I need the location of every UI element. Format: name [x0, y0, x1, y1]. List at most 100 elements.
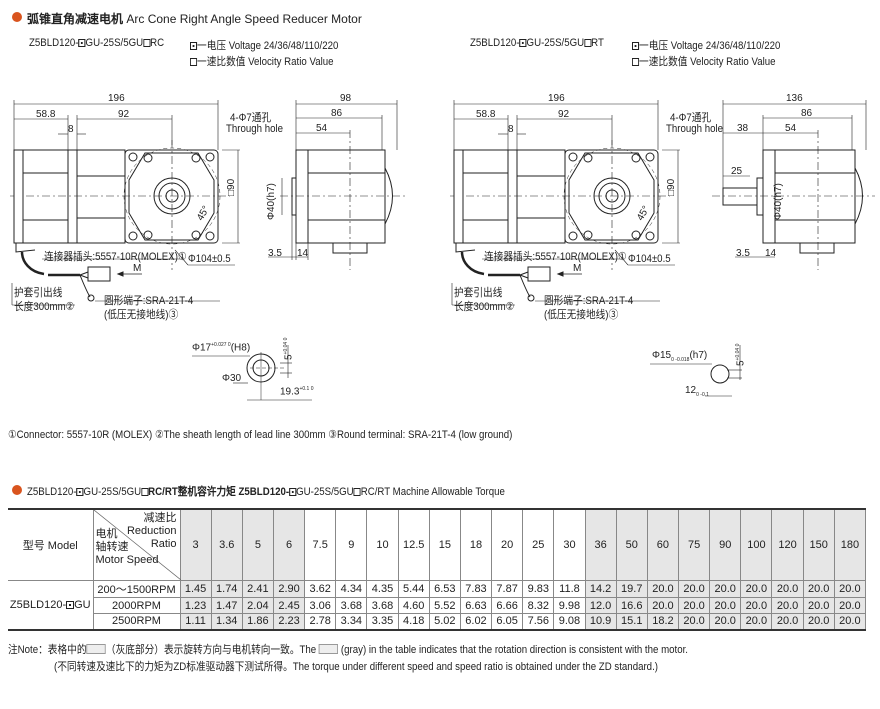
ratio-header-cell: 15	[428, 508, 461, 581]
torque-value-cell: 1.11	[179, 613, 212, 630]
ratio-placeholder-icon	[143, 39, 151, 47]
ratio-header-cell: 100	[740, 508, 773, 581]
shaft-small-tol: 0 -0.018	[671, 357, 690, 363]
legend-ratio: 一速比数值 Velocity Ratio Value	[190, 53, 334, 69]
key-width-label: 5+0.04 0	[283, 338, 294, 360]
code-prefix: Z5BLD120-	[29, 37, 79, 49]
flange-diameter: Φ104±0.5	[628, 253, 671, 265]
torque-value-cell: 5.44	[397, 580, 430, 598]
torque-value-cell: 20.0	[740, 613, 773, 630]
legend-ratio-text: 一速比数值 Velocity Ratio Value	[197, 56, 334, 68]
sheath-length: 长度300mm②	[14, 301, 75, 313]
key-tol: +0.04 0	[735, 343, 741, 361]
code-end: RC	[150, 37, 165, 49]
title-cn: 弧锥直角减速电机	[27, 12, 124, 26]
ratio-header-cell: 150	[802, 508, 835, 581]
through-hole-en: Through hole	[666, 123, 724, 135]
left-side-view	[268, 100, 405, 270]
shaft-tol: (h7)	[773, 183, 784, 201]
dim-square-90: □90	[666, 178, 677, 196]
voltage-placeholder-icon	[289, 488, 297, 496]
torque-value-cell: 3.68	[366, 597, 399, 614]
torque-value-cell: 6.53	[428, 580, 461, 598]
key-h: 12	[685, 385, 697, 396]
torque-value-cell: 1.23	[179, 597, 212, 614]
torque-value-cell: 14.2	[584, 580, 617, 598]
dim-8: 8	[68, 124, 74, 135]
ratio-header-cell: 50	[615, 508, 648, 581]
speed-cell: 200～1500RPM	[92, 580, 181, 598]
torque-value-cell: 2.41	[241, 580, 274, 598]
note-line-1: 注Note：表格中的（灰底部分）表示旋转方向与电机转向一致。The (gray)…	[8, 641, 688, 657]
torque-value-cell: 3.06	[304, 597, 337, 614]
torque-value-cell: 1.47	[210, 597, 243, 614]
voltage-placeholder-icon	[632, 42, 640, 50]
flange-diameter: Φ104±0.5	[188, 253, 231, 265]
code-prefix: Z5BLD120-	[470, 37, 520, 49]
key-w: 5	[283, 354, 295, 360]
ratio-header-cell: 7.5	[304, 508, 337, 581]
legend-ratio-right: 一速比数值 Velocity Ratio Value	[632, 53, 776, 69]
ratio-header-cell: 180	[833, 508, 867, 581]
dim-14: 14	[765, 248, 777, 259]
ratio-header-cell: 120	[771, 508, 804, 581]
ratio-header-cell: 20	[491, 508, 524, 581]
torque-value-cell: 15.1	[615, 613, 648, 630]
dim-54: 54	[785, 123, 797, 134]
legend-ratio-text: 一速比数值 Velocity Ratio Value	[639, 56, 776, 68]
dim-motor-length: 58.8	[476, 109, 496, 120]
torque-value-cell: 6.05	[491, 613, 524, 630]
model-suffix: GU	[74, 598, 91, 611]
connector-label: 连接器插头:5557-10R(MOLEX)①	[484, 251, 627, 263]
torque-value-cell: 4.18	[397, 613, 430, 630]
shaft-small-fit: (h7)	[689, 350, 708, 361]
note-line-2: (不同转速及速比下的力矩为ZD标准驱动器下测试所得。The torque und…	[54, 661, 658, 673]
dim-gear-length: 92	[118, 109, 130, 120]
code-suffix: GU-25S/5GU	[85, 37, 144, 49]
arrow-label: M	[133, 263, 142, 274]
ratio-header-cell: 60	[646, 508, 680, 581]
torque-value-cell: 7.83	[459, 580, 493, 598]
through-hole-en: Through hole	[226, 123, 284, 135]
title-en: Arc Cone Right Angle Speed Reducer Motor	[126, 12, 362, 26]
torque-value-cell: 20.0	[677, 597, 711, 614]
gray-swatch	[318, 644, 339, 654]
key-tol: +0.04 0	[283, 337, 289, 355]
speed-cell: 2500RPM	[92, 613, 181, 630]
ratio-header-cell: 5	[241, 508, 274, 581]
key-height-label: 120 -0.1	[685, 385, 709, 398]
voltage-placeholder-icon	[66, 600, 75, 609]
terminal-note: (低压无接地线)③	[104, 309, 179, 321]
torque-value-cell: 7.56	[522, 613, 555, 630]
dim-8: 8	[508, 124, 514, 135]
section-bullet-icon	[12, 12, 22, 22]
shaft-diameter: Φ40(h7)	[773, 183, 784, 220]
torque-value-cell: 12.0	[584, 597, 617, 614]
dim-14: 14	[297, 248, 309, 259]
bore-tol: +0.027 0	[211, 342, 231, 348]
note-en: (gray) in the table indicates that the r…	[340, 644, 688, 656]
note-cn: （灰底部分）表示旋转方向与电机转向一致。The	[105, 644, 317, 656]
torque-value-cell: 20.0	[771, 613, 804, 630]
speed-en: Motor Speed	[95, 554, 159, 566]
speed-cell: 2000RPM	[92, 597, 181, 614]
torque-value-cell: 20.0	[646, 597, 680, 614]
shaft-detail	[650, 345, 742, 397]
ratio-placeholder-icon	[353, 488, 361, 496]
speed-cn2: 轴转速	[95, 541, 129, 553]
dim-width: 98	[340, 93, 352, 104]
legend-voltage-right: 一电压 Voltage 24/36/48/110/220	[632, 37, 780, 53]
torque-value-cell: 2.23	[272, 613, 306, 630]
hub-dia: Φ30	[222, 373, 242, 384]
voltage-placeholder-icon	[190, 42, 198, 50]
right-front-view	[448, 98, 682, 307]
voltage-placeholder-icon	[519, 39, 527, 47]
technical-drawings	[8, 98, 875, 401]
key-h-tol: +0.1 0	[299, 386, 314, 392]
section-bullet-icon	[12, 485, 22, 495]
shaft-dia: Φ40	[266, 200, 277, 220]
torque-value-cell: 20.0	[833, 613, 867, 630]
